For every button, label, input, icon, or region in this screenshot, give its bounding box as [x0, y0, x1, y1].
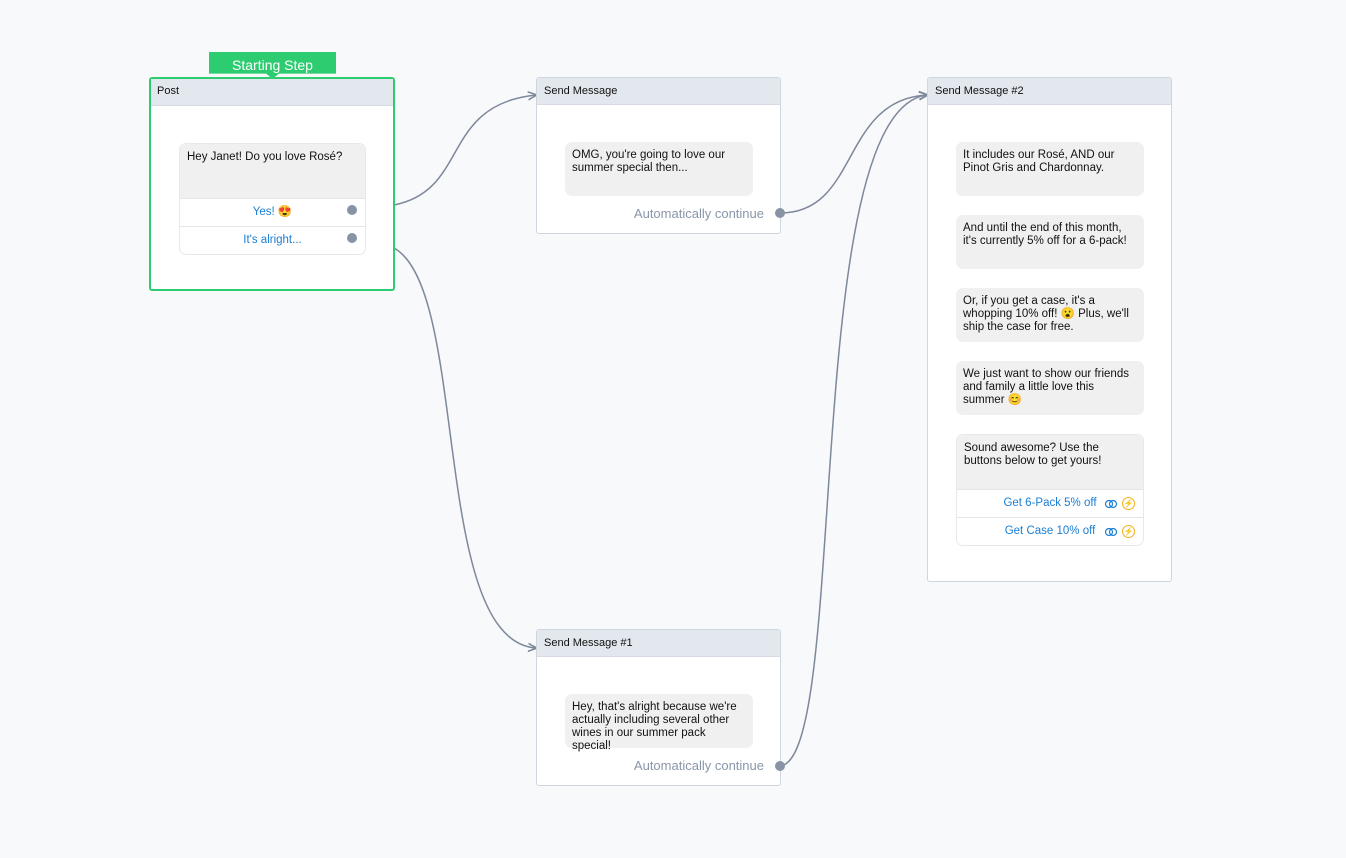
button-label: It's alright... — [243, 234, 302, 246]
node-send-message[interactable]: Send Message OMG, you're going to love o… — [536, 77, 781, 234]
node-post[interactable]: Post Hey Janet! Do you love Rosé? Yes! 😍… — [149, 77, 395, 291]
connector-send-message-to-send-message-2 — [779, 95, 927, 214]
output-port-auto-continue[interactable] — [775, 761, 785, 771]
message-bubble: Or, if you get a case, it's a whopping 1… — [956, 288, 1144, 342]
output-port-alright[interactable] — [347, 233, 357, 243]
message-bubble: We just want to show our friends and fam… — [956, 361, 1144, 415]
auto-continue-label: Automatically continue — [633, 758, 764, 773]
link-icon — [1104, 527, 1118, 536]
starting-step-tag: Starting Step — [209, 52, 336, 79]
connector-alright-to-send-message-1 — [393, 247, 536, 648]
bolt-icon: ⚡ — [1122, 525, 1135, 538]
message-bubble-with-buttons: Hey Janet! Do you love Rosé? Yes! 😍 It's… — [179, 143, 366, 255]
output-port-yes[interactable] — [347, 205, 357, 215]
button-get-6-pack[interactable]: Get 6-Pack 5% off ⚡ — [957, 489, 1143, 517]
button-get-case[interactable]: Get Case 10% off ⚡ — [957, 517, 1143, 545]
message-bubble: OMG, you're going to love our summer spe… — [565, 142, 753, 196]
button-label: Yes! 😍 — [252, 206, 293, 218]
button-label: Get Case 10% off — [1004, 525, 1096, 537]
message-bubble: And until the end of this month, it's cu… — [956, 215, 1144, 269]
auto-continue-label: Automatically continue — [633, 206, 764, 221]
node-title: Send Message #1 — [537, 630, 780, 657]
message-bubble: It includes our Rosé, AND our Pinot Gris… — [956, 142, 1144, 196]
message-text: Hey Janet! Do you love Rosé? — [180, 144, 365, 198]
node-send-message-1[interactable]: Send Message #1 Hey, that's alright beca… — [536, 629, 781, 786]
node-title: Post — [151, 79, 393, 106]
message-text: Sound awesome? Use the buttons below to … — [957, 435, 1143, 489]
link-icon — [1104, 499, 1118, 508]
quick-reply-button-alright[interactable]: It's alright... — [180, 226, 365, 254]
node-title: Send Message #2 — [928, 78, 1171, 105]
bolt-icon: ⚡ — [1122, 497, 1135, 510]
connector-send-message-1-to-send-message-2 — [779, 95, 927, 767]
quick-reply-button-yes[interactable]: Yes! 😍 — [180, 198, 365, 226]
output-port-auto-continue[interactable] — [775, 208, 785, 218]
message-bubble: Hey, that's alright because we're actual… — [565, 694, 753, 752]
message-bubble-with-buttons: Sound awesome? Use the buttons below to … — [956, 434, 1144, 546]
node-title: Send Message — [537, 78, 780, 105]
connector-yes-to-send-message — [393, 95, 536, 206]
node-send-message-2[interactable]: Send Message #2 It includes our Rosé, AN… — [927, 77, 1172, 582]
button-label: Get 6-Pack 5% off — [1003, 497, 1097, 509]
